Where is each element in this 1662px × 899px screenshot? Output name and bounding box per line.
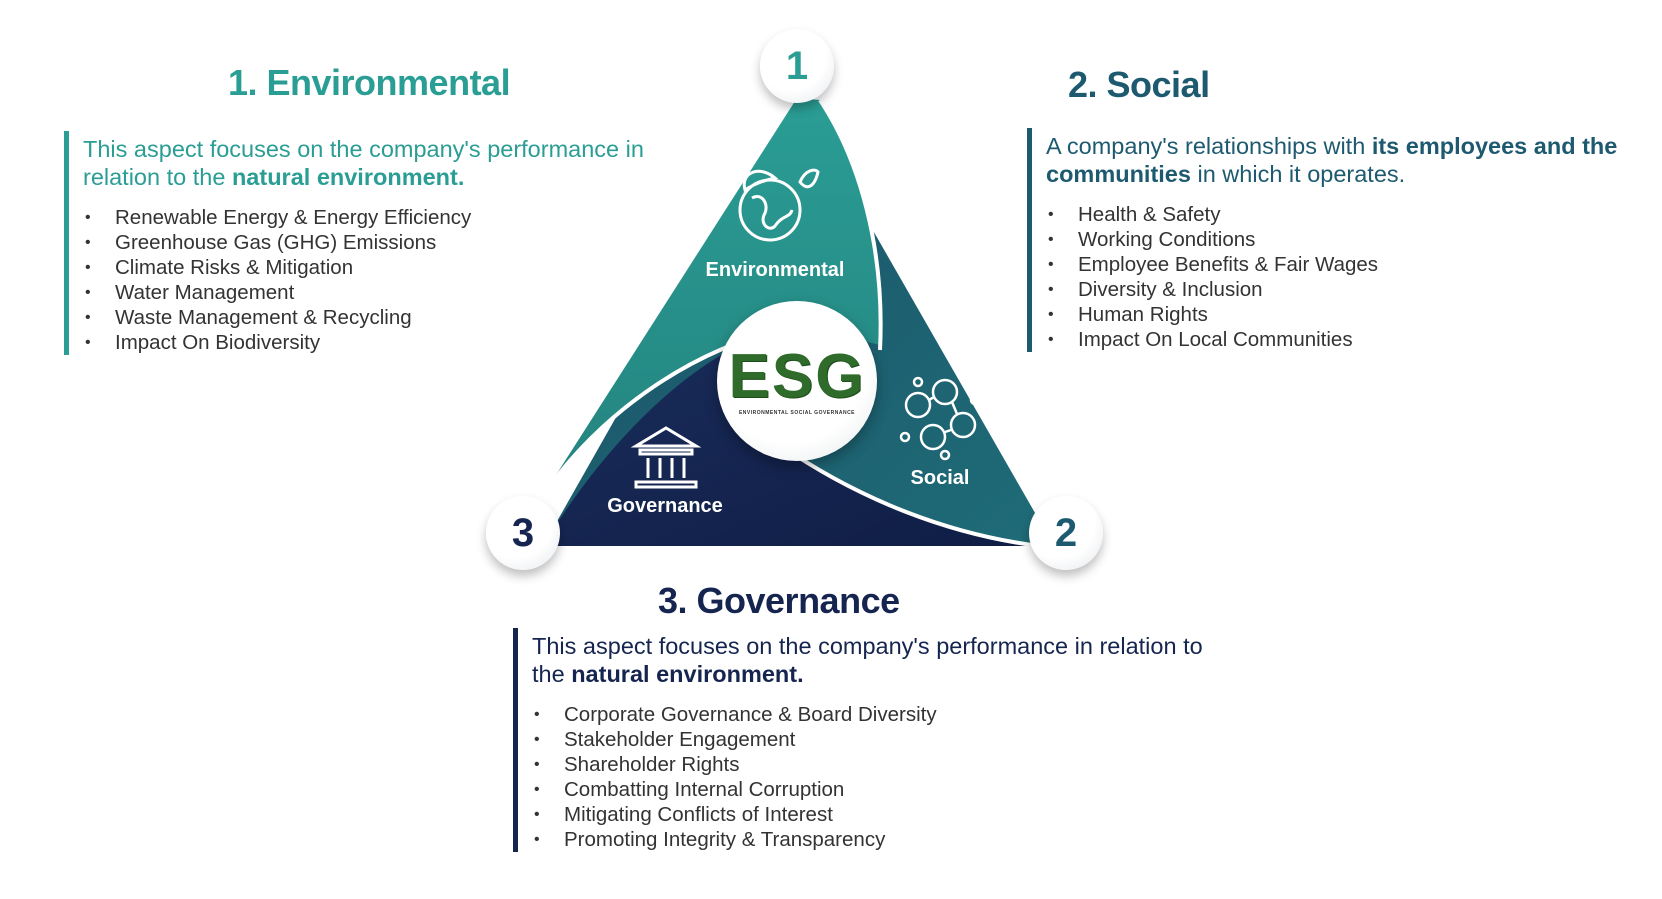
list-item: Waste Management & Recycling [85,305,724,330]
list-item: Renewable Energy & Energy Efficiency [85,205,724,230]
governance-title: 3. Governance [658,580,900,621]
governance-block: This aspect focuses on the company's per… [513,628,1233,852]
number-badge-1: 1 [760,29,834,103]
esg-logo-subtitle: ENVIRONMENTAL SOCIAL GOVERNANCE [738,410,856,416]
social-label: Social [910,467,970,489]
esg-logo-text: ESG [728,342,866,411]
governance-label: Governance [607,495,723,517]
desc-text: A company's relationships with [1046,133,1372,159]
people-network-icon [899,376,981,461]
esg-center-logo: ESG ENVIRONMENTAL SOCIAL GOVERNANCE [717,301,877,461]
desc-bold: natural environment. [231,164,465,190]
list-item: Shareholder Rights [534,752,1233,777]
list-item: Working Conditions [1048,227,1652,252]
list-item: Mitigating Conflicts of Interest [534,802,1233,827]
number-badge-3: 3 [486,496,560,570]
divider-curve [778,443,1041,548]
governance-list: Corporate Governance & Board Diversity S… [534,702,1233,852]
list-item: Greenhouse Gas (GHG) Emissions [85,230,724,255]
desc-bold: its employees and the communities [1046,133,1618,187]
list-item: Corporate Governance & Board Diversity [534,702,1233,727]
governance-description: This aspect focuses on the company's per… [532,632,1233,688]
list-item: Water Management [85,280,724,305]
list-item: Climate Risks & Mitigation [85,255,724,280]
list-item: Employee Benefits & Fair Wages [1048,252,1652,277]
list-item: Health & Safety [1048,202,1652,227]
environmental-label: Environmental [705,259,845,281]
environmental-block: This aspect focuses on the company's per… [64,131,724,355]
list-item: Diversity & Inclusion [1048,277,1652,302]
environmental-list: Renewable Energy & Energy Efficiency Gre… [85,205,724,355]
list-item: Stakeholder Engagement [534,727,1233,752]
bank-building-icon [630,426,702,489]
number-badge-2: 2 [1029,496,1103,570]
list-item: Human Rights [1048,302,1652,327]
list-item: Promoting Integrity & Transparency [534,827,1233,852]
desc-text: in which it operates. [1190,161,1406,187]
globe-leaf-icon [738,168,820,242]
environmental-description: This aspect focuses on the company's per… [83,135,724,191]
environmental-title: 1. Environmental [228,62,511,103]
social-title: 2. Social [1068,64,1210,105]
list-item: Combatting Internal Corruption [534,777,1233,802]
desc-text: This aspect focuses on the company's per… [532,633,1203,687]
social-list: Health & Safety Working Conditions Emplo… [1048,202,1652,352]
social-block: A company's relationships with its emplo… [1027,128,1652,352]
list-item: Impact On Local Communities [1048,327,1652,352]
list-item: Impact On Biodiversity [85,330,724,355]
social-description: A company's relationships with its emplo… [1046,132,1652,188]
desc-bold: natural environment. [571,661,804,687]
